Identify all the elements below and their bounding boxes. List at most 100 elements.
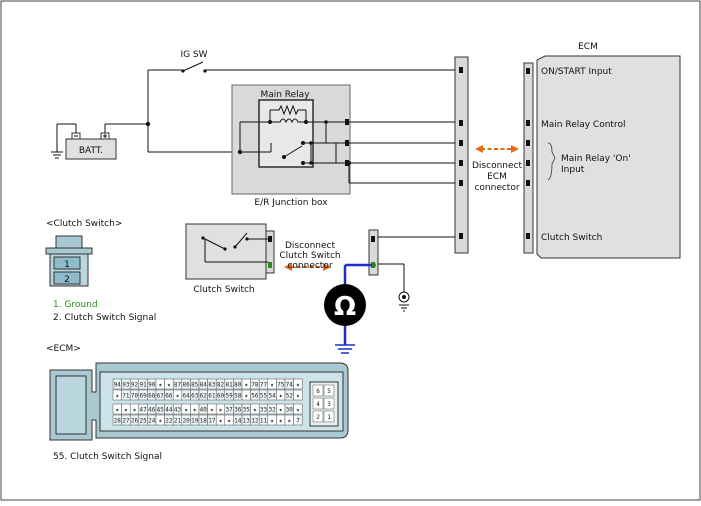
clutch-switch-connector-header: <Clutch Switch> [46,219,122,229]
ecm-pin-number: 63 [191,393,199,400]
ecm-pin-cell [293,403,303,415]
ecm-pin-number: 91 [139,382,147,389]
clutch-connector-legend-2: 2. Clutch Switch Signal [53,313,156,323]
ecm-pin-number: 13 [243,418,251,425]
ecm-pin-clutch-switch: Clutch Switch [541,233,602,243]
ecm-pin-number: 47 [139,407,147,414]
ecm-side-connector [523,62,534,254]
battery-wires [56,123,148,152]
ecm-pin-number: ★ [193,407,197,414]
ecm-pin-number: 37 [225,407,233,414]
ecm-pin-number: ★ [184,407,188,414]
clutch-switch-connector [265,230,275,274]
ecm-pin-number: 26 [131,418,139,425]
ecm-pin-number: 36 [234,407,242,414]
ecm-pin-number: 25 [139,418,147,425]
ecm-pin-number: 54 [268,393,276,400]
ecm-pin-number: 61 [208,393,216,400]
ecm-pin-number: 56 [251,393,259,400]
clutch-switch-pin-2 [268,262,272,268]
ecm-pin-number: ★ [296,393,300,400]
ecm-power-pin-cell [323,384,335,397]
ecm-pin-number: 62 [200,393,208,400]
ecm-power-pin-number: 6 [316,388,320,395]
ecm-pin-number: ★ [219,407,223,414]
ecm-pin-number: 64 [182,393,190,400]
clutch-switch-internal [202,232,268,263]
ecm-pin-number: 21 [174,418,182,425]
ecm-pin-number: 69 [139,393,147,400]
ecm-pins [526,68,530,239]
ecm-pin-number: ★ [270,382,274,389]
battery-ground-icon [51,151,63,159]
ecm-pin-number: ★ [167,382,171,389]
chassis-ground-icon [398,291,410,312]
ohmmeter [324,284,366,326]
ecm-pin-number: ★ [279,418,283,425]
ig-sw-label: IG SW [180,50,207,60]
ecm-pin-number: 82 [217,382,225,389]
ecm-pin-number: 80 [234,382,242,389]
main-relay-nodes [237,120,328,165]
clutch-connector-face [45,235,93,287]
junction-box-label: E/R Junction box [254,198,328,208]
ecm-pin-number: 28 [114,418,122,425]
main-relay-label: Main Relay [260,90,310,100]
ecm-pin-number: ★ [279,407,283,414]
ecm-pin-number: 22 [165,418,173,425]
ecm-pin-number: 83 [208,382,216,389]
ecm-pin-number: 45 [157,407,165,414]
ohmmeter-probe-wire [343,263,374,345]
ecm-pin-number: 75 [277,382,285,389]
ecm-pin-number: 92 [131,382,139,389]
relay-to-ecm-wires [325,121,455,184]
ecm-pin-number: 20 [182,418,190,425]
ecm-power-pin-number: 4 [316,401,320,408]
ecm-pin-number: 7 [296,418,300,425]
ecm-pin-number: 86 [182,382,190,389]
clutch-connector-pin1: 1 [64,260,70,270]
ecm-pin-number: ★ [296,407,300,414]
ecm-power-pin-cell [312,397,324,410]
battery [65,132,117,160]
ecm-pin-number: ★ [124,407,128,414]
ecm-pin-number: 32 [268,407,276,414]
clutch-switch-contacts [201,236,249,251]
ecm-pin-number: 77 [260,382,268,389]
ecm-power-pin-number: 1 [327,414,331,421]
ecm-power-pin-cell [323,397,335,410]
harness-connector-bar [454,56,469,254]
ecm-box [536,55,681,259]
ecm-pin-number: ★ [287,418,291,425]
ecm-pin-number: ★ [158,382,162,389]
clutch-harness-pin-1 [371,236,375,242]
disconnect-ecm-label-3: connector [474,183,519,193]
ecm-pin-number: ★ [133,407,137,414]
ecm-pin-number: 24 [148,418,156,425]
ecm-power-pin-number: 2 [316,414,320,421]
ecm-pin-number: ★ [253,407,257,414]
ecm-pin-number: 60 [217,393,225,400]
ecm-pin-cell [293,378,303,390]
ecm-pin-number: ★ [296,382,300,389]
ecm-power-pin-number: 5 [327,388,331,395]
ecm-pin-number: 35 [243,407,251,414]
disconnect-clutch-arrow [284,263,331,271]
ecm-pin-number: 78 [251,382,259,389]
probe-tip [372,263,376,267]
battery-label: BATT. [79,146,103,156]
ecm-pin-number: 90 [148,382,156,389]
ecm-pin-number: 12 [251,418,259,425]
ohm-icon: Ω [334,292,356,322]
ecm-power-pin-number: 3 [327,401,331,408]
ecm-pin-number: 46 [148,407,156,414]
harness-pins [459,67,463,239]
ecm-pin-number: ★ [219,418,223,425]
ecm-pin-number: 66 [165,393,173,400]
ecm-pin-number: 33 [260,407,268,414]
ecm-connector-header: <ECM> [46,344,81,354]
ecm-pin-main-relay-on-line2: Input [561,165,585,175]
ecm-pin-number: 93 [122,382,130,389]
